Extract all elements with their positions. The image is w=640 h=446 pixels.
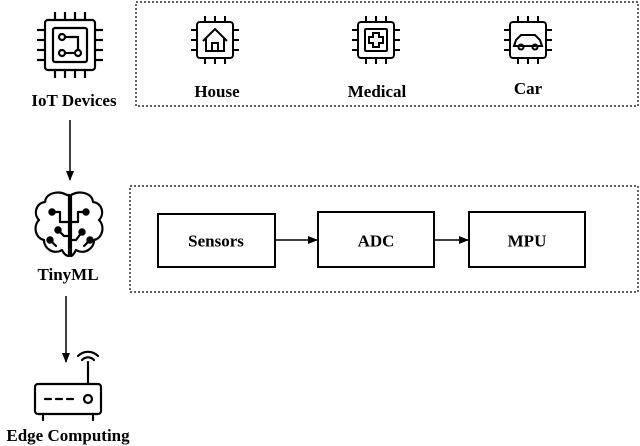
medical-chip-icon <box>352 16 400 64</box>
mpu-label: MPU <box>507 231 547 251</box>
iot-devices-label: IoT Devices <box>31 91 117 110</box>
medical-label: Medical <box>347 82 407 101</box>
iot-chip-icon <box>37 12 103 78</box>
mpu-box <box>468 211 586 268</box>
tinyml-label: TinyML <box>37 265 99 284</box>
house-label: House <box>194 82 240 101</box>
sensors-label: Sensors <box>188 231 244 251</box>
adc-label: ADC <box>357 231 395 251</box>
pipeline-group-frame <box>129 185 639 293</box>
adc-box <box>317 211 435 268</box>
sensors-box <box>157 213 276 268</box>
car-chip-icon <box>504 16 552 64</box>
brain-circuit-icon <box>34 191 104 258</box>
house-chip-icon <box>191 16 239 64</box>
router-icon <box>33 350 103 422</box>
devices-group-frame <box>135 1 639 107</box>
edge-computing-label: Edge Computing <box>6 426 130 445</box>
car-label: Car <box>513 79 543 98</box>
